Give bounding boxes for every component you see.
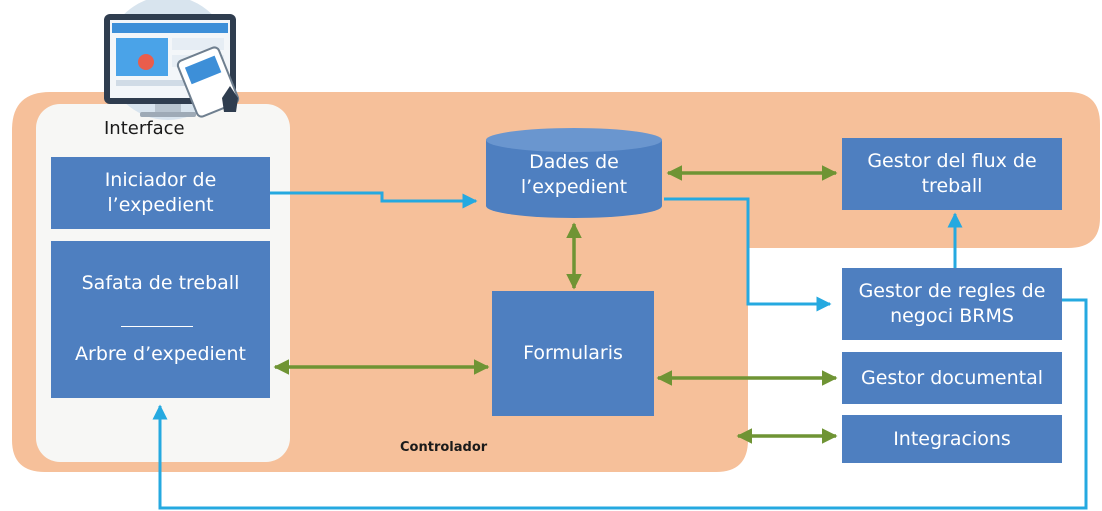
computer-devices-icon [104,0,240,120]
gestor-regles-line-2: negoci BRMS [890,305,1014,327]
dades-expedient-database [486,128,662,218]
formularis-label: Formularis [523,342,623,364]
controller-label: Controlador [400,440,488,455]
gestor-flux-box: Gestor del flux de treball [842,138,1062,210]
arrow-iniciador-to-dades [270,191,478,209]
dades-line-1: Dades de [529,151,619,173]
iniciador-expedient-box: Iniciador de l’expedient [51,157,270,229]
separator-line [121,326,193,327]
interface-label: Interface [104,118,185,139]
gestor-documental-box: Gestor documental [842,352,1062,404]
gestor-flux-line-1: Gestor del flux de [867,150,1037,172]
arrow-regles-to-arbre [152,298,1088,510]
integracions-label: Integracions [893,427,1011,450]
iniciador-line-1: Iniciador de [104,169,217,191]
arrow-dades-to-regles [664,197,832,312]
arbre-expedient-label: Arbre d’expedient [75,343,246,365]
gestor-regles-box: Gestor de regles de negoci BRMS [842,268,1062,340]
integracions-box: Integracions [842,415,1062,463]
formularis-box: Formularis [492,291,654,416]
gestor-regles-line-1: Gestor de regles de [858,280,1046,302]
dades-line-2: l’expedient [520,176,628,198]
gestor-flux-line-2: treball [921,175,983,197]
gestor-documental-label: Gestor documental [860,366,1044,389]
safata-treball-label: Safata de treball [81,272,240,294]
safata-arbre-box: Safata de treball Arbre d’expedient [51,241,270,398]
dades-expedient-label: Dades de l’expedient [486,150,662,200]
iniciador-line-2: l’expedient [107,194,214,216]
